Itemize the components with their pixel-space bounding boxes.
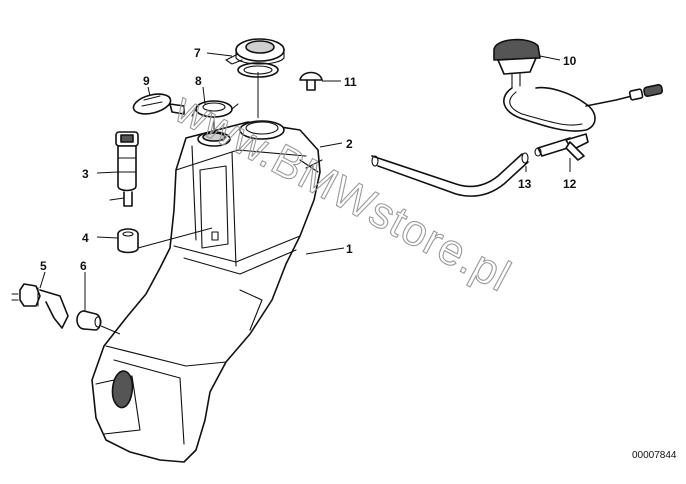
callout-5: 5 [40,259,47,273]
callout-12: 12 [563,177,577,191]
part-level-sensor [11,283,69,329]
part-washer-fluid-reservoir [91,120,323,463]
part-sensor-grommet [76,310,102,331]
part-filler-cap [225,38,285,78]
callout-11: 11 [344,75,357,89]
part-washer-hose [371,152,529,197]
part-spray-nozzle [493,38,541,89]
callout-3: 3 [82,167,89,181]
part-cap-with-tab [132,93,185,115]
callout-9: 9 [143,74,150,88]
part-washer-pump [109,131,139,207]
callout-1: 1 [346,242,353,256]
document-number: 00007844 [632,450,677,461]
part-small-cap [191,100,239,118]
callout-10: 10 [563,54,577,68]
part-hose-connector [534,133,589,161]
part-pump-grommet [117,228,139,254]
leader-lines [39,52,571,335]
callout-2: 2 [346,137,353,151]
callout-4: 4 [82,231,89,245]
callout-numbers: 7 8 9 11 2 3 4 1 5 6 10 13 12 [40,46,577,273]
callout-7: 7 [194,46,201,60]
part-nozzle-hose [503,83,664,132]
callout-13: 13 [518,177,532,191]
callout-6: 6 [80,259,87,273]
callout-8: 8 [195,74,202,88]
part-expanding-rivet [299,71,323,91]
